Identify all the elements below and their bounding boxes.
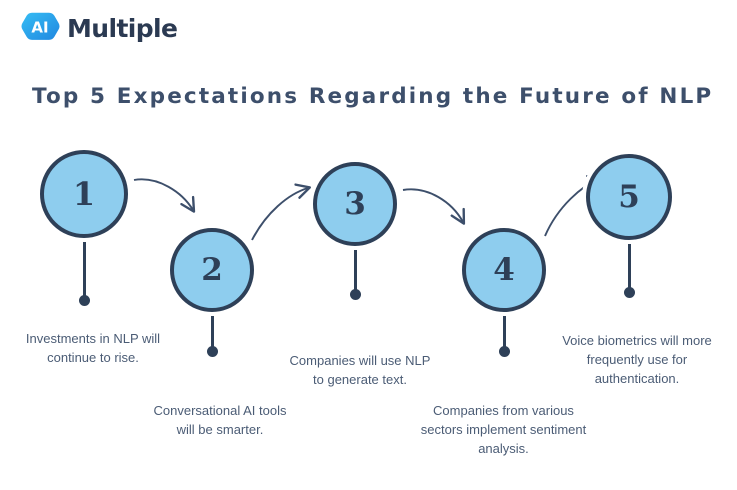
step-stem-5 (627, 244, 631, 290)
arrow-1-to-2 (133, 178, 193, 210)
step-circle-2[interactable]: 2 (170, 228, 254, 312)
ai-hexagon-logo-icon: AI (20, 8, 60, 48)
step-stem-3 (353, 250, 357, 292)
step-caption-2-line-1: Conversational AI tools (153, 403, 287, 418)
step-caption-2-line-2: will be smarter. (176, 421, 264, 437)
step-number-1: 1 (72, 175, 96, 213)
step-stem-1 (82, 242, 86, 299)
step-number-5: 5 (618, 178, 640, 215)
page-title: Top 5 Expectations Regarding the Future … (32, 84, 714, 109)
step-caption-4-line-1: Companies from various (433, 403, 574, 418)
brand-logo: AI Multiple (20, 8, 178, 48)
step-caption-5: Voice biometrics will more frequently us… (537, 332, 737, 389)
step-dot-3 (349, 289, 361, 300)
step-number-3: 3 (344, 185, 366, 222)
step-dot-5 (623, 287, 635, 298)
step-circle-3[interactable]: 3 (313, 162, 397, 246)
arrow-2-to-3 (251, 188, 308, 241)
step-number-2: 2 (201, 251, 223, 288)
step-caption-2: Conversational AI tools will be smarter. (119, 402, 321, 440)
brand-name: Multiple (67, 13, 178, 43)
step-caption-3-line-1: Companies will use NLP (289, 353, 431, 368)
step-caption-5-line-1: Voice biometrics will more (562, 333, 712, 348)
step-caption-1-line-1: Investments in NLP will (25, 331, 161, 346)
step-caption-4-line-3: analysis. (478, 440, 529, 456)
step-caption-3: Companies will use NLP to generate text. (262, 352, 458, 390)
step-number-4: 4 (493, 251, 515, 288)
step-caption-4-line-2: sectors implement sentiment (420, 421, 587, 437)
step-stem-2 (210, 316, 214, 349)
step-dot-2 (206, 346, 218, 357)
step-dot-4 (498, 346, 510, 357)
step-caption-1-line-2: continue to rise. (47, 349, 139, 365)
step-caption-4: Companies from various sectors implement… (400, 402, 607, 459)
step-circle-1[interactable]: 1 (40, 150, 128, 238)
step-stem-4 (502, 316, 506, 349)
step-caption-5-line-2: frequently use for (586, 351, 688, 367)
step-circle-5[interactable]: 5 (586, 154, 672, 240)
step-caption-3-line-2: to generate text. (313, 371, 407, 387)
step-circle-4[interactable]: 4 (462, 228, 546, 312)
step-dot-1 (78, 295, 90, 306)
arrow-3-to-4 (402, 188, 463, 222)
svg-text:AI: AI (31, 19, 48, 37)
step-caption-1: Investments in NLP will continue to rise… (0, 330, 186, 368)
step-caption-5-line-3: authentication. (594, 370, 680, 386)
